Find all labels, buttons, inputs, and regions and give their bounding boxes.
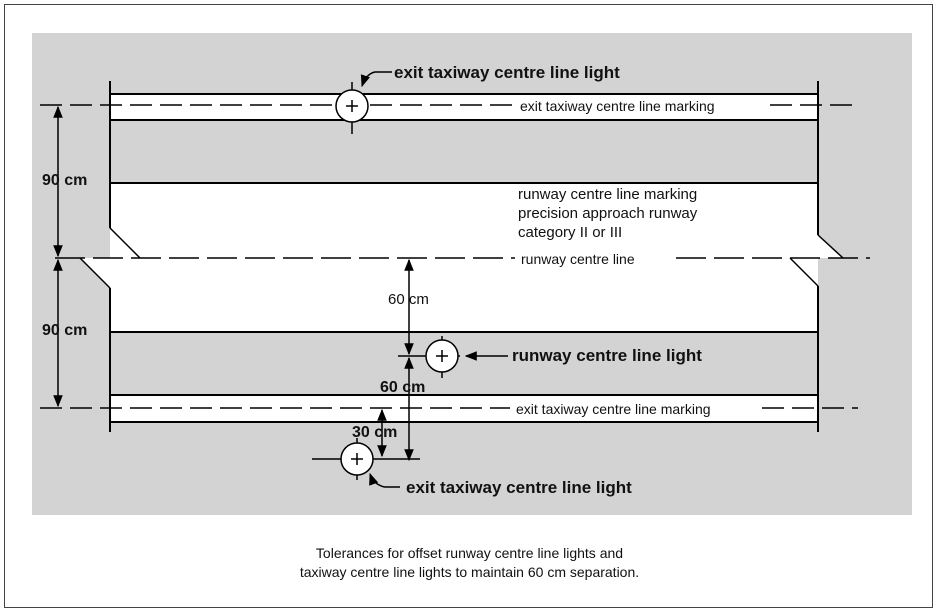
caption-line-1: Tolerances for offset runway centre line… — [315, 545, 624, 561]
label-dim-90-bottom: 90 cm — [42, 322, 87, 339]
label-runway-centre-line: runway centre line — [521, 251, 635, 267]
callout-bottom-light-arrow — [369, 472, 400, 488]
label-runway-centre-light: runway centre line light — [512, 346, 702, 365]
label-runway-marking-3: category II or III — [518, 224, 622, 241]
exit-taxiway-light-bottom-icon — [312, 438, 420, 480]
figure-caption: Tolerances for offset runway centre line… — [0, 544, 939, 582]
runway-centre-light-icon — [422, 336, 460, 378]
label-dim-30: 30 cm — [352, 424, 397, 441]
label-exit-taxiway-light-bottom: exit taxiway centre line light — [406, 478, 632, 497]
label-runway-marking-2: precision approach runway — [518, 205, 698, 222]
label-dim-90-top: 90 cm — [42, 172, 87, 189]
exit-taxiway-light-top-icon — [335, 82, 369, 134]
label-exit-taxiway-marking-top: exit taxiway centre line marking — [520, 98, 715, 114]
label-dim-60-upper: 60 cm — [388, 291, 429, 308]
label-runway-marking-1: runway centre line marking — [518, 186, 697, 203]
caption-line-2: taxiway centre line lights to maintain 6… — [299, 564, 640, 580]
label-dim-60-lower: 60 cm — [380, 379, 425, 396]
label-exit-taxiway-light-top: exit taxiway centre line light — [394, 63, 620, 82]
label-exit-taxiway-marking-bottom: exit taxiway centre line marking — [516, 401, 711, 417]
callout-top-light-arrow — [360, 71, 392, 88]
